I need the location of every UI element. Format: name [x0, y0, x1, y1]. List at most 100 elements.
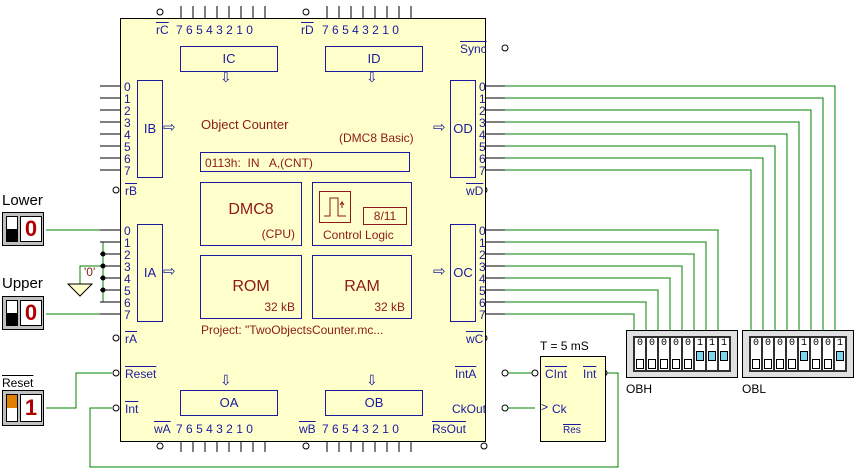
bit-label: 0 [479, 80, 486, 94]
pin-wb: wB [299, 422, 316, 436]
right-arrow-icon: ⇨ [163, 119, 176, 136]
dip-lever [696, 351, 704, 361]
project-label: Project: "TwoObjectsCounter.mc... [201, 323, 384, 337]
reset-bit-switch[interactable]: 1 [2, 390, 44, 426]
bit-label: 2 [226, 422, 233, 436]
control-step: 8/11 [363, 207, 407, 225]
bit-label: 2 [479, 104, 486, 118]
bit-label: 4 [124, 128, 131, 142]
bit-label: 1 [382, 422, 389, 436]
bit-label: 2 [372, 23, 379, 37]
bit-label: 7 [479, 164, 486, 178]
right-arrow-icon: ⇨ [433, 119, 446, 136]
pin-rsout: RsOut [432, 422, 467, 436]
timer-res: Res [563, 425, 581, 436]
right-arrow-icon: ⇨ [433, 263, 446, 280]
port-ib: IB [137, 80, 163, 178]
bus-ic-bits: 7 6 5 4 3 2 1 0 [176, 24, 253, 36]
bit-label: 6 [186, 23, 193, 37]
pin-rd: rD [301, 23, 314, 37]
bit-label: 2 [372, 422, 379, 436]
bit-label: 4 [479, 272, 486, 286]
timer-block[interactable] [540, 356, 606, 442]
pin-sync: Sync [460, 42, 487, 56]
dip-lever [636, 359, 644, 369]
port-id: ID [325, 46, 423, 72]
bit-label: 5 [196, 422, 203, 436]
dip-bit-cell: 0 [775, 338, 785, 370]
dip-lever [684, 359, 692, 369]
bit-label: 1 [236, 23, 243, 37]
bit-label: 5 [196, 23, 203, 37]
bit-label: 0 [479, 224, 486, 238]
port-oc: OC [450, 224, 476, 322]
bit-label: 3 [216, 23, 223, 37]
dip-bit-value: 0 [671, 338, 681, 350]
dip-lever [752, 359, 760, 369]
dip-lever [720, 351, 728, 361]
upper-value: 0 [20, 300, 42, 326]
pin-wc: wC [466, 332, 484, 346]
reset-label: Reset [2, 376, 34, 390]
pin-wd: wD [466, 184, 484, 198]
dip-bit-value: 0 [775, 338, 785, 350]
port-ob: OB [325, 390, 423, 416]
port-od: OD [450, 80, 476, 178]
bit-label: 0 [124, 224, 131, 238]
right-arrow-icon: ⇨ [163, 263, 176, 280]
bit-label: 3 [124, 116, 131, 130]
timer-cint: CInt [545, 367, 568, 381]
lower-label: Lower [2, 192, 43, 209]
timer-ck: Ck [552, 402, 567, 416]
upper-label: Upper [2, 275, 43, 292]
bit-label: 5 [342, 23, 349, 37]
toggle-handle [6, 300, 18, 326]
dip-lever [764, 359, 772, 369]
bit-label: 6 [332, 23, 339, 37]
timer-period: T = 5 mS [540, 339, 589, 353]
bit-label: 4 [206, 422, 213, 436]
bit-label: 5 [479, 284, 486, 298]
dip-bit-value: 0 [751, 338, 761, 350]
dip-bit-value: 1 [695, 338, 705, 350]
bit-label: 0 [246, 23, 253, 37]
dmc8-chip[interactable] [120, 18, 486, 442]
dip-lever [800, 351, 808, 361]
port-ia: IA [137, 224, 163, 322]
dip-bit-cell: 1 [835, 338, 845, 370]
chip-title: Object Counter [201, 117, 289, 132]
bit-label: 2 [124, 104, 131, 118]
dip-bit-cell: 1 [799, 338, 809, 370]
instruction-display: 0113h: IN A,(CNT) [200, 152, 410, 172]
dip-bit-cell: 1 [707, 338, 717, 370]
bit-label: 1 [479, 236, 486, 250]
dip-bit-cell: 0 [635, 338, 645, 370]
bit-label: 0 [392, 23, 399, 37]
down-arrow-icon: ⇩ [366, 372, 378, 388]
bit-label: 7 [124, 308, 131, 322]
bit-label: 1 [124, 92, 131, 106]
lower-value: 0 [20, 216, 42, 242]
dip-bit-value: 1 [707, 338, 717, 350]
cpu-sub: (CPU) [261, 227, 295, 241]
bit-label: 7 [176, 23, 183, 37]
control-label: Control Logic [323, 228, 394, 242]
lower-bit-switch[interactable]: 0 [2, 212, 44, 246]
pin-rb: rB [125, 184, 137, 198]
dip-bit-cell: 0 [659, 338, 669, 370]
dip-bit-value: 0 [811, 338, 821, 350]
dip-bit-cell: 0 [671, 338, 681, 370]
dip-bit-value: 0 [787, 338, 797, 350]
bus-ob-bits: 7 6 5 4 3 2 1 0 [322, 423, 399, 435]
dip-lever [648, 359, 656, 369]
upper-bit-switch[interactable]: 0 [2, 296, 44, 330]
pin-int: Int [125, 402, 139, 416]
bit-label: 0 [124, 80, 131, 94]
clock-edge-icon: > [541, 400, 549, 414]
obl-label: OBL [742, 382, 767, 396]
